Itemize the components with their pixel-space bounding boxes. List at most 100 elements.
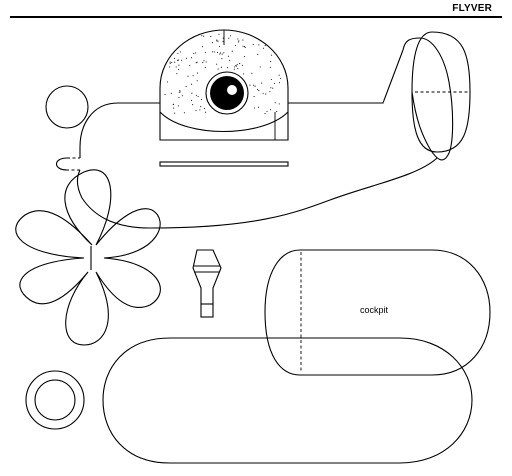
stipple-dot	[244, 46, 246, 49]
stipple-dot	[203, 107, 206, 109]
stipple-dot	[169, 61, 171, 63]
dome-lower-arc	[159, 111, 289, 132]
stipple-dot	[228, 37, 230, 39]
stipple-dot	[278, 82, 280, 84]
joint-foot	[200, 303, 214, 318]
stipple-dot	[185, 57, 187, 59]
ring-outer	[25, 370, 85, 430]
stipple-dot	[196, 72, 199, 74]
stipple-dot	[264, 45, 266, 47]
eye-outer-ring	[205, 71, 249, 115]
stipple-dot	[269, 91, 271, 93]
stipple-dot	[210, 36, 212, 38]
stipple-dot	[177, 52, 179, 55]
stipple-dot	[269, 109, 271, 111]
stipple-dot	[263, 47, 265, 49]
eye-highlight	[227, 85, 237, 95]
stipple-dot	[249, 84, 251, 86]
stipple-dot	[200, 98, 203, 100]
stipple-dot	[203, 60, 205, 62]
stipple-dot	[212, 51, 214, 53]
stipple-dot	[242, 45, 244, 47]
tail-wing-piece	[411, 31, 471, 153]
stipple-dot	[192, 104, 194, 106]
header-rule	[10, 16, 502, 18]
stipple-dot	[269, 66, 271, 68]
stipple-dot	[197, 95, 199, 98]
propeller-petals	[15, 169, 161, 346]
stipple-dot	[196, 61, 198, 63]
stipple-dot	[169, 66, 171, 68]
stipple-dot	[177, 68, 180, 71]
stipple-dot	[258, 44, 260, 46]
stipple-dot	[176, 59, 179, 61]
stipple-dot	[178, 59, 180, 61]
stipple-dot	[183, 112, 185, 114]
stipple-dot	[270, 87, 272, 89]
joint-piece	[192, 249, 222, 318]
stipple-dot	[229, 35, 232, 37]
stipple-dot	[216, 63, 218, 65]
stipple-dot	[222, 40, 224, 42]
nose-tab	[55, 157, 68, 171]
stipple-dot	[251, 72, 253, 74]
tail-fin-outline	[402, 37, 454, 161]
stipple-dot	[195, 62, 197, 64]
stipple-dot	[262, 92, 264, 95]
stipple-dot	[177, 105, 179, 107]
stipple-dot	[270, 78, 272, 81]
stipple-dot	[234, 66, 236, 68]
cockpit-panel-outline	[264, 249, 491, 376]
stipple-dot	[258, 90, 260, 92]
stipple-dot	[218, 33, 220, 35]
stipple-dot	[179, 51, 181, 53]
fuselage-nose-top	[79, 102, 160, 158]
stipple-dot	[236, 64, 238, 66]
cockpit-label: cockpit	[360, 305, 389, 315]
sheet-title: FLYVER	[452, 3, 492, 14]
stipple-dot	[219, 53, 221, 55]
stipple-dot	[280, 77, 282, 79]
stipple-dot	[199, 109, 201, 111]
stipple-dot	[216, 40, 218, 42]
stipple-dot	[195, 52, 197, 54]
stipple-dot	[164, 93, 166, 96]
stipple-dot	[169, 62, 171, 65]
stipple-dot	[253, 84, 255, 86]
stipple-dot	[241, 64, 243, 66]
stipple-dot	[173, 107, 175, 109]
stipple-dot	[252, 43, 254, 46]
stipple-dot	[174, 61, 176, 63]
stipple-dot	[174, 112, 176, 114]
stipple-dot	[191, 57, 193, 59]
small-circle-piece	[45, 85, 89, 129]
stipple-dot	[185, 86, 187, 88]
stipple-dot	[181, 95, 183, 97]
stipple-dot	[257, 88, 259, 90]
stipple-dot	[233, 68, 235, 70]
stipple-dot	[278, 103, 280, 105]
stipple-dot	[181, 59, 183, 61]
stipple-dot	[196, 80, 198, 82]
cockpit-panel-piece: cockpit	[264, 249, 491, 376]
stipple-dot	[201, 46, 204, 48]
stipple-dot	[276, 111, 278, 113]
nose-tab-fold	[67, 157, 80, 171]
stipple-dot	[187, 75, 189, 77]
stipple-dot	[192, 75, 194, 77]
stipple-dot	[217, 68, 219, 70]
stipple-dot	[257, 106, 260, 108]
stipple-dot	[175, 66, 177, 68]
stipple-dot	[231, 50, 233, 52]
stipple-dot	[244, 46, 246, 48]
stipple-dot	[237, 41, 239, 43]
stipple-dot	[261, 82, 263, 84]
wing-piece	[102, 337, 473, 464]
stipple-dot	[219, 52, 222, 54]
stipple-dot	[204, 51, 206, 54]
stipple-dot	[203, 35, 205, 37]
stipple-dot	[265, 93, 267, 95]
stipple-dot	[166, 81, 169, 83]
stipple-dot	[237, 67, 239, 70]
stipple-dot	[195, 109, 197, 112]
